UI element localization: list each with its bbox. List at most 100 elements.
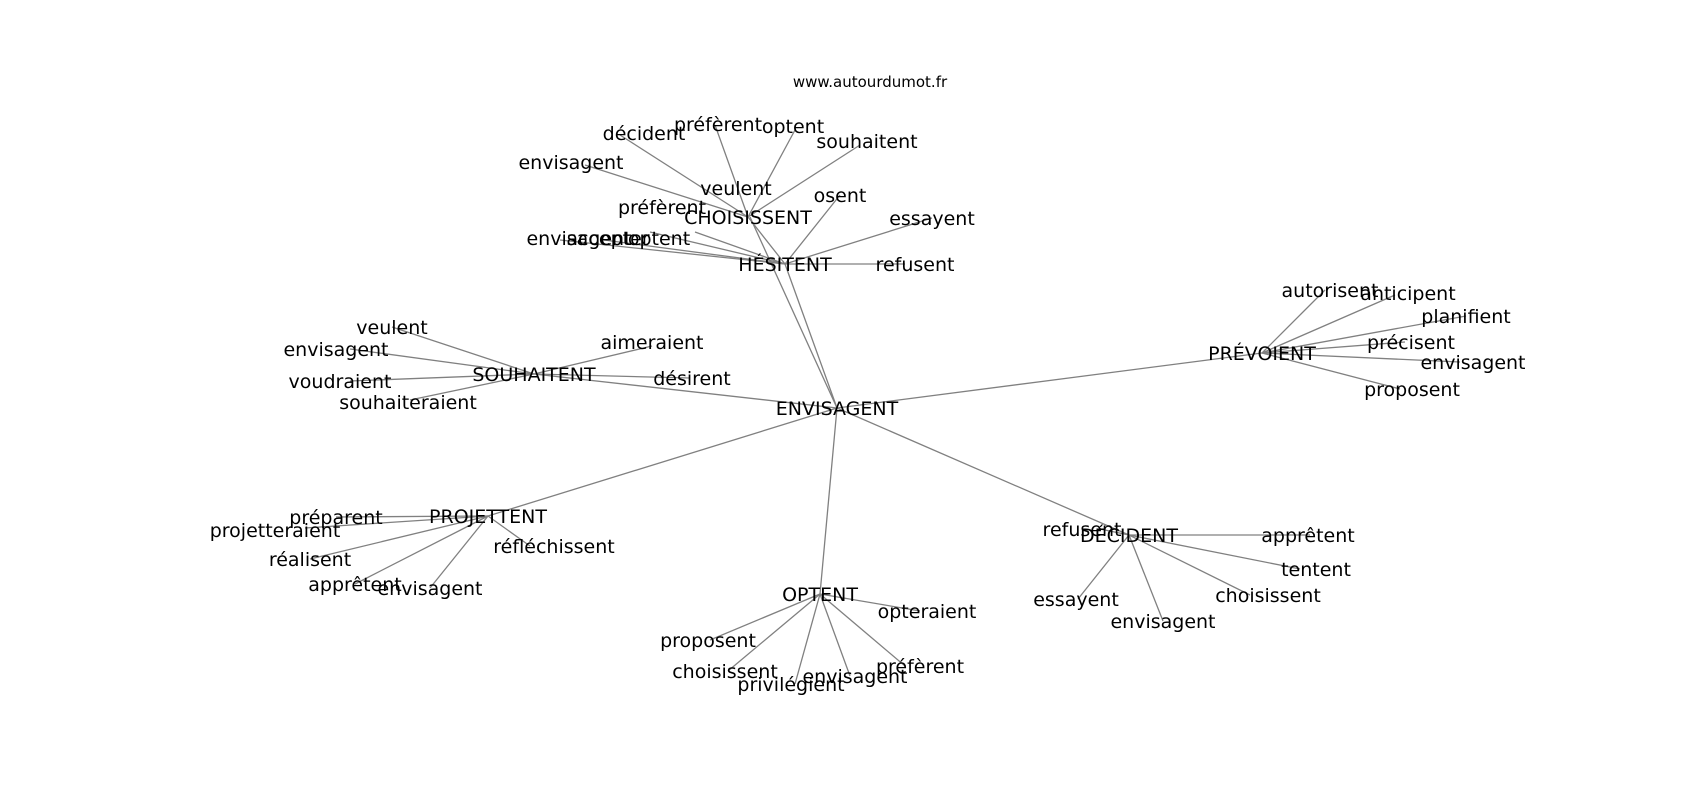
hub-node-label: CHOISISSENT (684, 207, 812, 229)
edge-0-7 (784, 217, 933, 265)
hub-node-label: PROJETTENT (429, 506, 547, 528)
word-node-label: désirent (653, 368, 731, 390)
edge-3-5 (1261, 352, 1401, 390)
edge-5-0 (819, 593, 921, 612)
word-node-label: envisagent (518, 152, 623, 174)
graph-labels: ENVISAGENTHÉSITENTveulentpréfèrentaccept… (210, 114, 1526, 696)
edge-root-2 (533, 373, 838, 409)
word-node-label: anticipent (1360, 283, 1455, 305)
word-node-label: envisagent (802, 666, 907, 688)
word-node-label: refusent (876, 254, 955, 276)
word-node-label: essayent (889, 208, 975, 230)
edge-0-6 (784, 194, 841, 265)
edge-4-1 (304, 515, 489, 529)
edge-root-5 (819, 407, 838, 595)
word-node-label: tentent (1281, 559, 1351, 581)
site-watermark: www.autourdumot.fr (793, 73, 948, 91)
edge-3-1 (1261, 294, 1396, 354)
word-node-label: préfèrent (674, 114, 762, 136)
edge-2-5 (533, 373, 691, 379)
word-node-label: aimeraient (600, 332, 703, 354)
word-node-label: veulent (356, 317, 427, 339)
word-node-label: précisent (1367, 332, 1455, 354)
edge-1-1 (714, 124, 749, 218)
edge-0-3 (559, 239, 786, 265)
edge-5-3 (794, 593, 821, 685)
hub-node-label: SOUHAITENT (472, 364, 596, 386)
word-node-label: décident (603, 123, 686, 145)
word-node-label: préfèrent (876, 656, 964, 678)
word-node-label: envisagent (526, 228, 631, 250)
word-node-label: optent (762, 116, 824, 138)
edge-1-2 (747, 129, 796, 218)
edge-root-3 (836, 352, 1263, 409)
word-node-label: voudraient (289, 371, 392, 393)
edge-2-1 (349, 348, 535, 375)
edge-3-4 (1261, 352, 1461, 363)
edge-5-5 (819, 593, 906, 667)
edge-3-0 (1261, 289, 1326, 354)
word-node-label: veulent (700, 178, 771, 200)
hub-node-label: OPTENT (782, 584, 858, 606)
word-node-label: privilégient (737, 674, 844, 696)
edge-0-4 (649, 231, 786, 265)
edge-2-2 (349, 373, 535, 382)
edge-1-0 (619, 134, 749, 218)
edge-0-0 (747, 216, 786, 265)
edge-4-5 (487, 515, 531, 547)
word-node-label: osent (814, 185, 867, 207)
hub-node-label: PRÉVOIENT (1208, 342, 1316, 365)
word-node-label: proposent (660, 630, 756, 652)
word-node-label: choisissent (672, 661, 778, 683)
graph-edges (304, 124, 1467, 685)
word-node-label: souhaitent (816, 131, 917, 153)
edge-root-choisissent (749, 216, 838, 409)
word-node-label: refusent (1043, 519, 1122, 541)
edge-6-0 (1099, 528, 1130, 536)
edge-3-2 (1261, 315, 1467, 354)
word-node-label: choisissent (1215, 585, 1321, 607)
edge-root-0 (784, 263, 838, 409)
edge-6-3 (1128, 534, 1251, 596)
edge-root-6 (836, 407, 1130, 536)
edge-6-2 (1128, 534, 1301, 570)
hub-node-label: HÉSITENT (738, 253, 832, 276)
word-node-label: apprêtent (308, 574, 401, 596)
word-node-label: proposent (1364, 379, 1460, 401)
edge-5-4 (819, 593, 851, 677)
word-node-label: optent (628, 228, 690, 250)
edge-6-5 (1128, 534, 1164, 622)
word-node-label: préparent (289, 507, 382, 529)
edge-4-2 (309, 515, 489, 560)
edge-2-4 (533, 345, 653, 375)
edge-1-3 (747, 144, 861, 218)
edge-0-5 (694, 231, 786, 265)
edge-4-3 (354, 515, 489, 585)
word-node-label: essayent (1033, 589, 1119, 611)
edge-4-0 (335, 515, 489, 518)
edge-1-4 (584, 164, 749, 218)
edge-4-4 (429, 515, 489, 589)
edge-5-1 (709, 593, 821, 641)
word-node-label: accepter (566, 228, 649, 250)
edge-2-0 (391, 326, 535, 375)
word-node-label: apprêtent (1261, 525, 1354, 547)
word-node-label: envisagent (1420, 352, 1525, 374)
edge-2-3 (409, 373, 535, 401)
edge-root-4 (487, 407, 838, 517)
word-node-label: réalisent (269, 549, 351, 571)
hub-node-label: DÉCIDENT (1080, 524, 1178, 547)
word-node-label: autorisent (1282, 280, 1379, 302)
word-node-label: souhaiteraient (339, 392, 477, 414)
word-node-label: planifient (1421, 306, 1510, 328)
word-node-label: envisagent (1110, 611, 1215, 633)
word-node-label: envisagent (377, 578, 482, 600)
word-node-label: préfèrent (618, 197, 706, 219)
edge-6-4 (1077, 534, 1130, 600)
word-node-label: envisagent (283, 339, 388, 361)
edge-0-2 (603, 239, 786, 265)
word-node-label: projetteraient (210, 520, 341, 542)
edge-5-2 (727, 593, 821, 672)
root-node-label: ENVISAGENT (776, 398, 899, 420)
